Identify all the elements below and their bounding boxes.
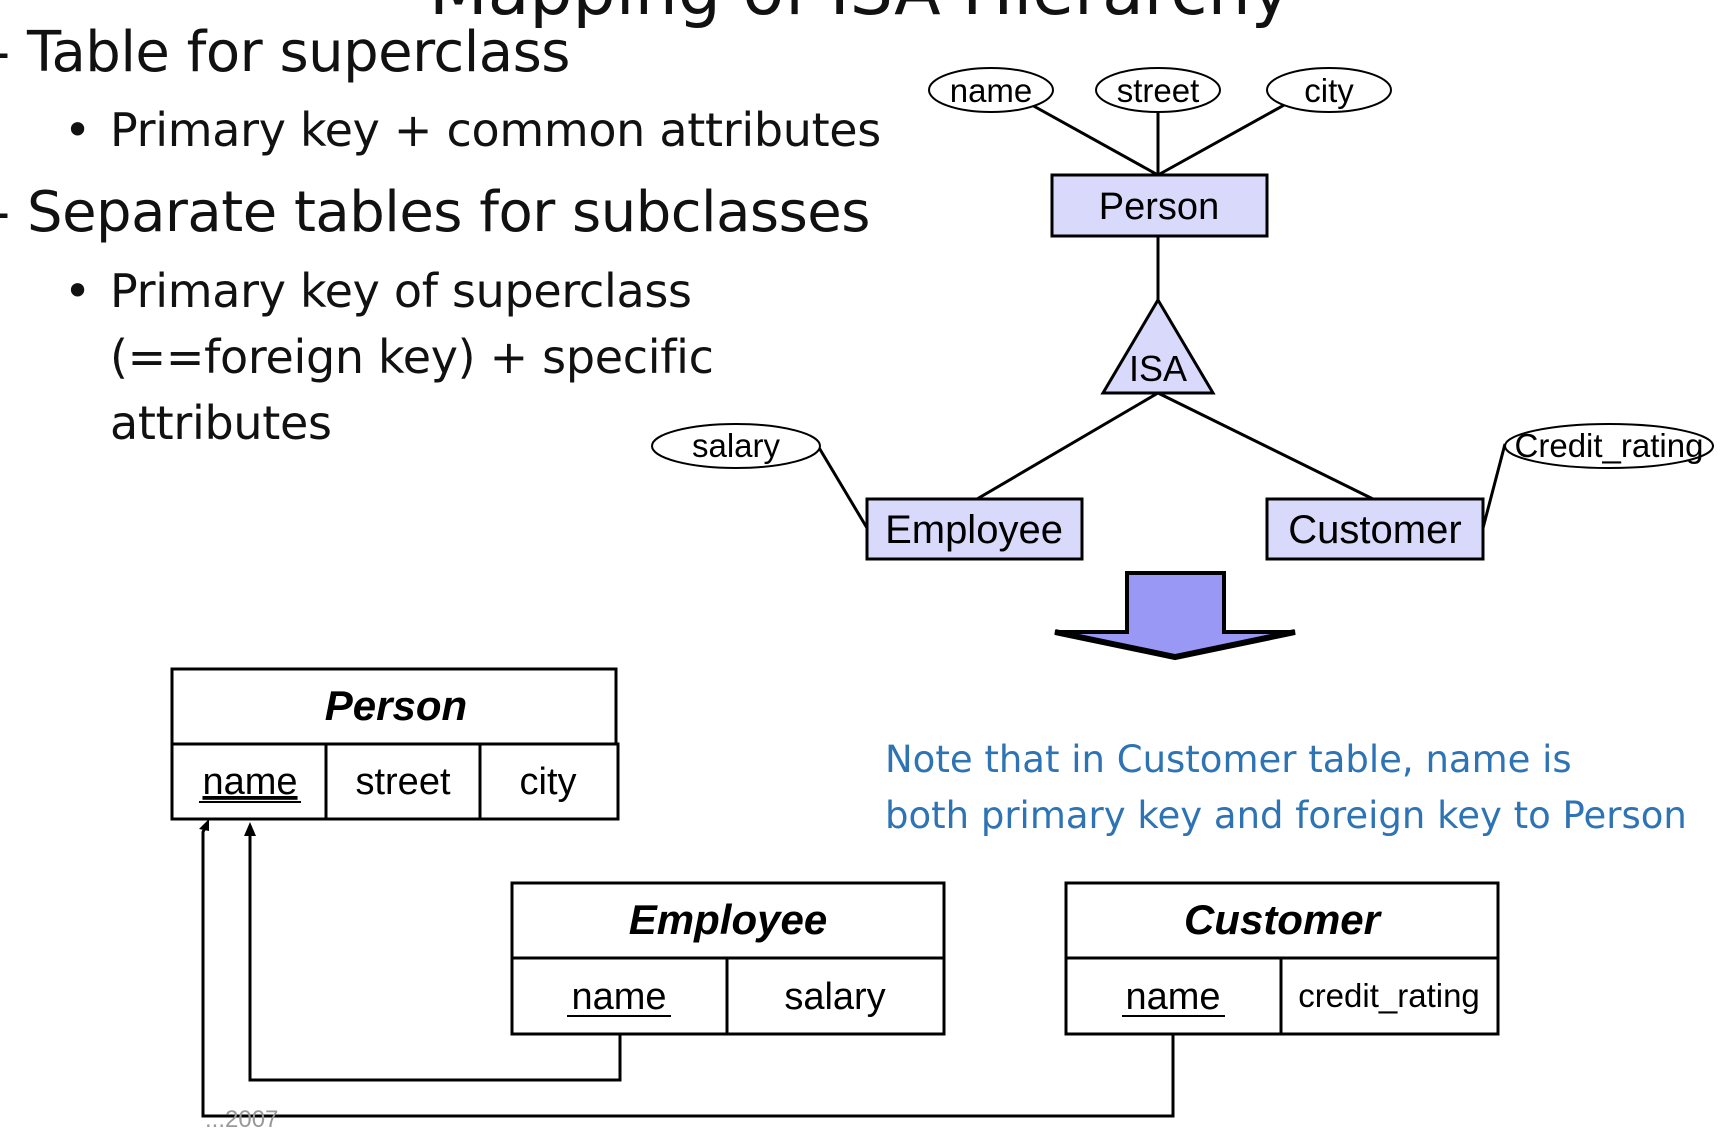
bullet-dot-icon: • [64, 103, 91, 157]
table-customer: Customer name credit_rating [1064, 881, 1500, 1036]
note-line-1: Note that in Customer table, name is [885, 738, 1572, 781]
table-person: Person name street city [170, 667, 620, 821]
note-text: Note that in Customer table, name is bot… [885, 732, 1687, 844]
table-employee-col-salary: salary [784, 976, 885, 1018]
note-line-2: both primary key and foreign key to Pers… [885, 794, 1687, 837]
bullet-dot-icon: • [64, 264, 91, 318]
attr-credit-rating: Credit_rating [1504, 423, 1714, 469]
sub-bullet-text: Primary key + common attributes [110, 103, 881, 157]
bullet-dash: - [0, 20, 10, 85]
table-customer-col-name: name [1125, 976, 1220, 1018]
er-connectors [816, 102, 1507, 529]
table-employee-title: Employee [629, 896, 827, 943]
bullet-superclass: - Table for superclass [0, 20, 570, 85]
table-person-col-city: city [520, 761, 577, 803]
attr-credit-rating-label: Credit_rating [1515, 427, 1704, 464]
attr-street: street [1095, 67, 1221, 113]
attr-city-label: city [1304, 72, 1354, 109]
table-employee: Employee name salary [510, 881, 946, 1036]
attr-salary: salary [651, 423, 821, 469]
entity-customer-label: Customer [1288, 508, 1461, 552]
entity-person-label: Person [1099, 186, 1219, 228]
sub-bullet-specific: • Primary key of superclass (==foreign k… [64, 258, 714, 456]
table-person-col-street: street [355, 761, 450, 803]
attr-city: city [1266, 67, 1392, 113]
attr-salary-label: salary [692, 427, 781, 464]
sub-bullet-line-1: Primary key of superclass [110, 264, 692, 318]
fk-employee-to-person [244, 822, 622, 1082]
entity-employee: Employee [865, 497, 1084, 561]
bullet-text: Table for superclass [27, 20, 570, 85]
entity-customer: Customer [1265, 497, 1485, 561]
footer-fragment: ...2007 [205, 1106, 278, 1133]
attr-street-label: street [1117, 72, 1200, 109]
entity-person: Person [1050, 173, 1269, 238]
attr-name-label: name [950, 72, 1033, 109]
table-person-title: Person [325, 682, 467, 729]
bullet-subclasses: - Separate tables for subclasses [0, 180, 870, 245]
isa-triangle: ISA [1100, 297, 1216, 395]
table-customer-title: Customer [1184, 896, 1383, 943]
sub-bullet-line-2: (==foreign key) + specific [110, 330, 714, 384]
bullet-text: Separate tables for subclasses [27, 180, 870, 245]
table-employee-col-name: name [571, 976, 666, 1018]
sub-bullet-line-3: attributes [110, 396, 332, 450]
fk-customer-to-person [199, 819, 1175, 1118]
slide-title: Mapping of ISA Hierarchy [0, 0, 1720, 31]
attr-name: name [928, 67, 1054, 113]
table-person-col-name: name [202, 761, 297, 803]
table-customer-col-credit-rating: credit_rating [1298, 977, 1480, 1014]
sub-bullet-common: • Primary key + common attributes [64, 97, 881, 163]
isa-label: ISA [1129, 348, 1187, 389]
bullet-dash: - [0, 180, 10, 245]
entity-employee-label: Employee [885, 508, 1063, 552]
down-arrow-icon [1054, 571, 1296, 661]
